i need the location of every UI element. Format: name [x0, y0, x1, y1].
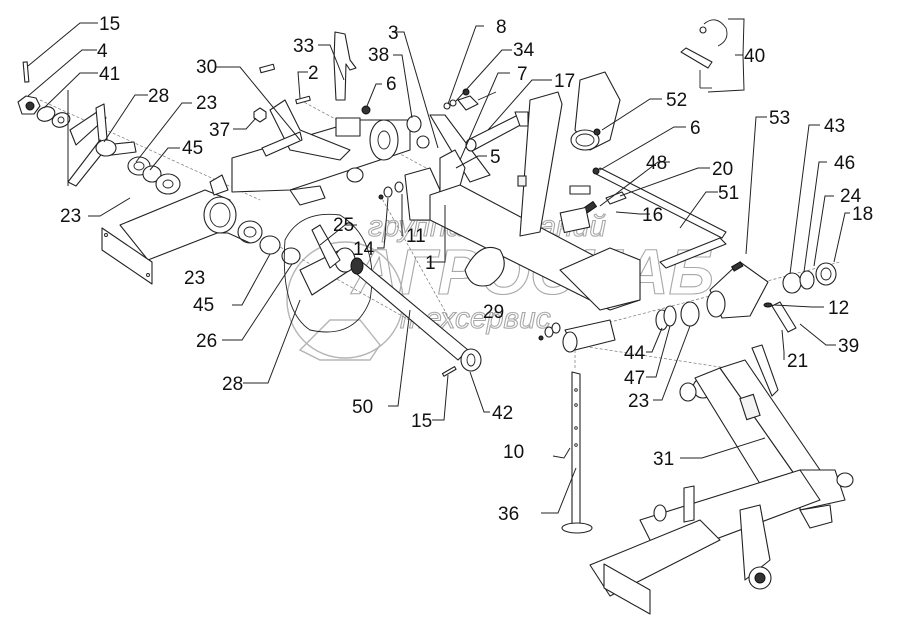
callout-34: 34 — [513, 40, 535, 61]
callout-51: 51 — [718, 183, 739, 204]
callout-12: 12 — [828, 298, 849, 319]
callout-30: 30 — [196, 57, 217, 78]
part-42-nut — [460, 348, 482, 372]
part-23-45-26-bearings — [237, 220, 301, 265]
callout-28b: 28 — [222, 374, 243, 395]
callout-6: 6 — [386, 74, 397, 95]
callout-45: 45 — [182, 138, 203, 159]
callout-14: 14 — [353, 239, 375, 260]
callout-8: 8 — [496, 17, 507, 38]
callout-28: 28 — [148, 86, 169, 107]
part-17-pin — [465, 111, 529, 152]
callout-47: 47 — [624, 368, 645, 389]
part-51-rod — [592, 167, 727, 239]
part-43-46-24-18-bearings — [782, 262, 837, 294]
part-33-lever — [333, 31, 357, 101]
part-53-pivot-housing — [659, 237, 769, 319]
part-8-34-7-hardware — [443, 88, 497, 111]
callout-37: 37 — [209, 120, 230, 141]
callout-15: 15 — [99, 14, 120, 35]
part-6-nut — [361, 105, 371, 115]
callout-29: 29 — [483, 302, 504, 323]
callout-36: 36 — [498, 504, 519, 525]
leader-lines — [27, 18, 850, 514]
part-23-45-bearings — [127, 156, 181, 195]
part-12-21-pin — [763, 301, 797, 333]
part-41-washers — [36, 106, 71, 128]
callout-23c: 23 — [184, 268, 205, 289]
callout-25: 25 — [333, 215, 354, 236]
callout-10: 10 — [503, 442, 524, 463]
part-38-bushings — [346, 115, 430, 183]
callout-2: 2 — [308, 63, 319, 84]
part-15-pin-lower — [441, 366, 457, 377]
callout-33: 33 — [293, 36, 314, 57]
part-40-lock-pin — [680, 19, 728, 89]
callout-18: 18 — [852, 204, 873, 225]
callout-11: 11 — [406, 226, 426, 247]
part-28-spindle-arm — [67, 103, 137, 187]
callout-6b: 6 — [690, 118, 701, 139]
part-1-main-frame — [429, 91, 641, 353]
callout-26: 26 — [196, 331, 217, 352]
part-31-trailing-arm — [589, 359, 854, 615]
callout-23b: 23 — [60, 206, 81, 227]
callout-5: 5 — [490, 147, 501, 168]
callout-labels: 15 4 41 28 23 45 30 37 2 33 6 38 3 8 34 … — [60, 14, 873, 525]
callout-21: 21 — [787, 351, 808, 372]
callout-53: 53 — [769, 108, 790, 129]
callout-39: 39 — [838, 336, 859, 357]
callout-17: 17 — [554, 71, 575, 92]
callout-41: 41 — [99, 64, 120, 85]
callout-16: 16 — [642, 205, 663, 226]
callout-40: 40 — [744, 46, 765, 67]
callout-1: 1 — [425, 253, 436, 274]
callout-3: 3 — [388, 23, 399, 44]
part-4-nut — [17, 95, 41, 115]
part-48-spring — [559, 185, 627, 234]
part-14-11-rings — [378, 181, 404, 200]
part-36-support-leg — [561, 371, 593, 534]
callout-44: 44 — [624, 343, 646, 364]
callout-52: 52 — [666, 90, 687, 111]
callout-43: 43 — [824, 116, 845, 137]
callout-46: 46 — [834, 153, 855, 174]
callout-23: 23 — [196, 93, 217, 114]
callout-23d: 23 — [628, 391, 649, 412]
part-52-yoke — [570, 71, 621, 151]
part-21-lever — [751, 344, 779, 397]
part-23-axle-tube — [101, 174, 237, 285]
part-29-washers — [538, 322, 561, 341]
callout-38: 38 — [368, 45, 389, 66]
part-37-nut — [253, 107, 267, 123]
callout-15b: 15 — [411, 411, 432, 432]
callout-20: 20 — [712, 159, 733, 180]
callout-48: 48 — [646, 153, 667, 174]
part-28-hub-disc — [283, 213, 373, 333]
callout-42: 42 — [492, 403, 513, 424]
callout-45b: 45 — [193, 295, 214, 316]
part-2-bolt — [259, 63, 311, 105]
callout-7: 7 — [517, 64, 528, 85]
part-44-47-23-bearings — [655, 301, 700, 331]
callout-50: 50 — [352, 397, 373, 418]
callout-31: 31 — [653, 449, 674, 470]
callout-24: 24 — [840, 186, 862, 207]
part-30-frame — [231, 99, 411, 206]
callout-4: 4 — [97, 41, 108, 62]
part-15-pin — [22, 61, 30, 83]
